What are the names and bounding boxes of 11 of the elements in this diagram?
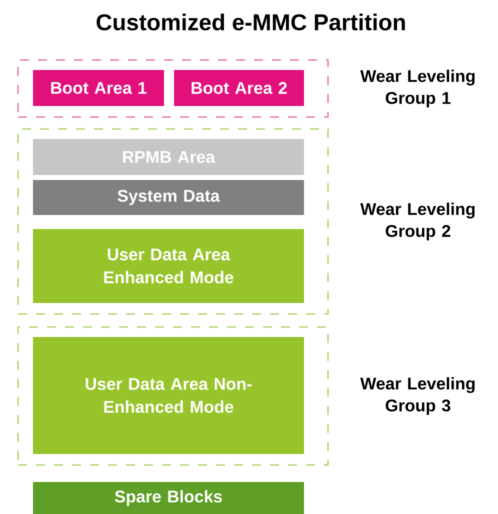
partition-box: RPMB Area [33, 139, 304, 175]
group-label: Wear Leveling Group 3 [360, 377, 475, 415]
partition-box: Boot Area 1 [33, 70, 164, 106]
partition-box: User Data Area Enhanced Mode [33, 229, 304, 303]
group-label: Wear Leveling Group 2 [360, 202, 475, 240]
title: Customized e-MMC Partition [96, 14, 405, 30]
group-label: Wear Leveling Group 1 [360, 70, 475, 108]
partition-box: User Data Area Non-Enhanced Mode [33, 337, 304, 454]
partition-box: System Data [33, 180, 304, 215]
partition-box: Spare Blocks [33, 482, 304, 514]
partition-box: Boot Area 2 [174, 70, 304, 106]
